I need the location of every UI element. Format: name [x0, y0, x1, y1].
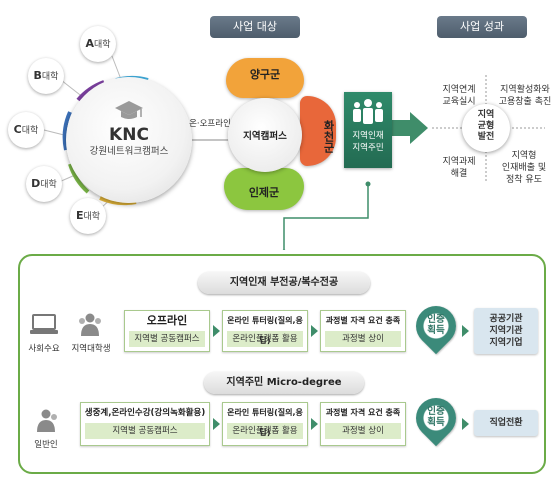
people-line2: 지역주민: [352, 143, 384, 153]
track2-icon1-label: 일반인: [34, 440, 58, 450]
track2-box2-top: 온라인 튜터링(질의,응답): [227, 408, 303, 437]
people-icon: [353, 99, 383, 124]
knc-hub: KNC 강원네트워크캠퍼스: [66, 77, 192, 203]
university-e: E대학: [70, 198, 106, 234]
regional-campus-center-label: 지역캠퍼스: [243, 131, 287, 142]
regional-campus-bottom: [224, 168, 304, 210]
knc-title: KNC: [109, 125, 149, 145]
person-icon: [37, 409, 57, 432]
regional-campus-right-label: 화천군: [322, 120, 335, 153]
people-line1: 지역인재: [352, 131, 384, 141]
regional-campus-center: [228, 98, 302, 172]
arrow-right-icon: [462, 325, 469, 337]
track1-box2-bottom: 온라인플랫폼 활용: [227, 331, 303, 347]
university-c: C대학: [8, 112, 44, 148]
header-outcome: 사업 성과: [437, 16, 527, 38]
header-target: 사업 대상: [210, 16, 300, 38]
track1-icon2-label: 지역대학생: [71, 344, 111, 354]
arrow-right-icon: [213, 418, 220, 430]
university-b: B대학: [28, 58, 64, 94]
outcome-center-l3: 발전: [477, 132, 495, 142]
track2-box2-bottom: 온라인플랫폼 활용: [227, 423, 303, 439]
people-box: 지역인재 지역주민: [344, 92, 392, 168]
track2-box3-bottom: 과정별 상이: [325, 423, 401, 439]
outcome-center-l1: 지역: [477, 110, 495, 120]
outcome-center-l2: 균형: [477, 121, 495, 131]
track2-box1-bottom: 지역별 공동캠퍼스: [85, 423, 205, 439]
arrow-right-icon: [311, 325, 318, 337]
track2-result: 직업전환: [474, 410, 538, 436]
track1-icon1-label: 사회수요: [28, 344, 60, 354]
track2-qualify-box: 과정별 자격 요건 충족 과정별 상이: [320, 402, 406, 446]
track2-box1-top: 생중계,온라인수강(강의녹화활용): [84, 408, 206, 418]
regional-campus-bottom-label: 인제군: [248, 186, 280, 199]
track2-title: 지역주민 Micro-degree: [204, 372, 364, 394]
track1-qualify-box: 과정별 자격 요건 충족 과정별 상이: [320, 310, 406, 352]
knc-subtitle: 강원네트워크캠퍼스: [89, 146, 169, 157]
track1-title: 지역인재 부전공/복수전공: [198, 272, 370, 294]
track2-live-box: 생중계,온라인수강(강의녹화활용) 지역별 공동캠퍼스: [80, 402, 210, 446]
track1-offline-box: 오프라인 지역별 공동캠퍼스: [124, 310, 210, 352]
university-d: D대학: [26, 166, 62, 202]
people-icon: [79, 313, 101, 336]
track1-box2-top: 온라인 튜터링(질의,응답): [227, 316, 303, 345]
track1-box1-bottom: 지역별 공동캠퍼스: [129, 331, 205, 347]
regional-campus-top-label: 양구군: [249, 68, 281, 81]
track1-box1-top: 오프라인: [146, 314, 188, 327]
arrow-right-icon: [213, 325, 220, 337]
track1-online-box: 온라인 튜터링(질의,응답) 온라인플랫폼 활용: [222, 310, 308, 352]
outcome-center: 지역 균형 발전: [462, 104, 510, 152]
graduation-cap-icon: [115, 101, 143, 119]
track2-online-box: 온라인 튜터링(질의,응답) 온라인플랫폼 활용: [222, 402, 308, 446]
regional-campus-right: [300, 96, 336, 166]
track2-box3-top: 과정별 자격 요건 충족: [325, 408, 401, 417]
laptop-icon: [30, 314, 58, 334]
arrow-right-icon: [462, 418, 469, 430]
online-offline-label: 온·오프라인: [189, 119, 231, 129]
track1-box3-bottom: 과정별 상이: [325, 331, 401, 347]
arrow-right-icon: [311, 418, 318, 430]
regional-campus-top: [226, 58, 304, 98]
track1-box3-top: 과정별 자격 요건 충족: [325, 316, 401, 325]
university-a: A대학: [80, 26, 116, 62]
